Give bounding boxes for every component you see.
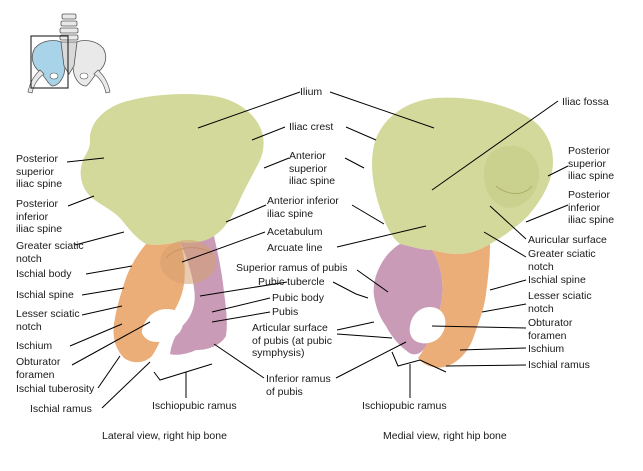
label-ischiopubic-ramus-lateral: Ischiopubic ramus [152,400,237,412]
label-greater-sciatic-notch-medial: Greater sciatic notch [528,248,596,273]
label-ischial-ramus-lateral: Ischial ramus [30,403,92,415]
label-lesser-sciatic-notch-lateral: Lesser sciatic notch [16,308,80,333]
label-auricular-surface: Auricular surface [528,234,607,246]
label-superior-ramus-of-pubis: Superior ramus of pubis [236,262,348,274]
label-ischium-lateral: Ischium [16,340,53,352]
label-inferior-ramus-of-pubis: Inferior ramus of pubis [266,373,331,398]
label-arcuate-line: Arcuate line [267,242,323,254]
label-posterior-superior-iliac-spine-medial: Posterior superior iliac spine [568,145,615,182]
medial-obturator-foramen-hole [409,306,446,344]
inset-focus-box [30,35,69,89]
label-iliac-crest: Iliac crest [289,121,334,133]
inset-spine [59,13,79,41]
label-anterior-inferior-iliac-spine: Anterior inferior iliac spine [267,195,339,220]
label-ischial-spine-medial: Ischial spine [528,274,586,286]
lateral-obturator-foramen-hole [141,308,183,342]
label-ischial-spine-lateral: Ischial spine [16,289,74,301]
label-pubic-body: Pubic body [272,292,324,304]
label-ischial-body: Ischial body [16,268,72,280]
pelvis-inset [27,13,111,94]
label-ischial-tuberosity: Ischial tuberosity [16,383,95,395]
label-posterior-superior-iliac-spine-lateral: Posterior superior iliac spine [16,153,63,190]
caption-medial-view: Medial view, right hip bone [383,430,507,442]
label-obturator-foramen-lateral: Obturator foramen [16,356,61,381]
label-greater-sciatic-notch-lateral: Greater sciatic notch [16,240,84,265]
label-ischiopubic-ramus-medial: Ischiopubic ramus [362,400,447,412]
lateral-view-bone [80,94,264,363]
label-acetabulum: Acetabulum [267,226,323,238]
leader-lines [66,91,569,409]
label-anterior-superior-iliac-spine: Anterior superior iliac spine [289,150,336,187]
label-articular-surface-of-pubis: Articular surface of pubis (at pubic sym… [252,322,332,359]
label-obturator-foramen-medial: Obturator foramen [528,317,573,342]
label-ilium: Ilium [300,86,323,98]
inset-sacrum [60,41,78,75]
label-ischium-medial: Ischium [528,343,565,355]
label-lesser-sciatic-notch-medial: Lesser sciatic notch [528,290,592,315]
label-iliac-fossa: Iliac fossa [562,96,609,108]
label-posterior-inferior-iliac-spine-medial: Posterior inferior iliac spine [568,189,615,226]
label-pubic-tubercle: Pubic tubercle [258,276,325,288]
lateral-ilium-region [80,94,264,245]
label-pubis: Pubis [272,306,299,318]
caption-lateral-view: Lateral view, right hip bone [102,430,227,442]
label-ischial-ramus-medial: Ischial ramus [528,359,590,371]
label-posterior-inferior-iliac-spine-lateral: Posterior inferior iliac spine [16,198,63,235]
